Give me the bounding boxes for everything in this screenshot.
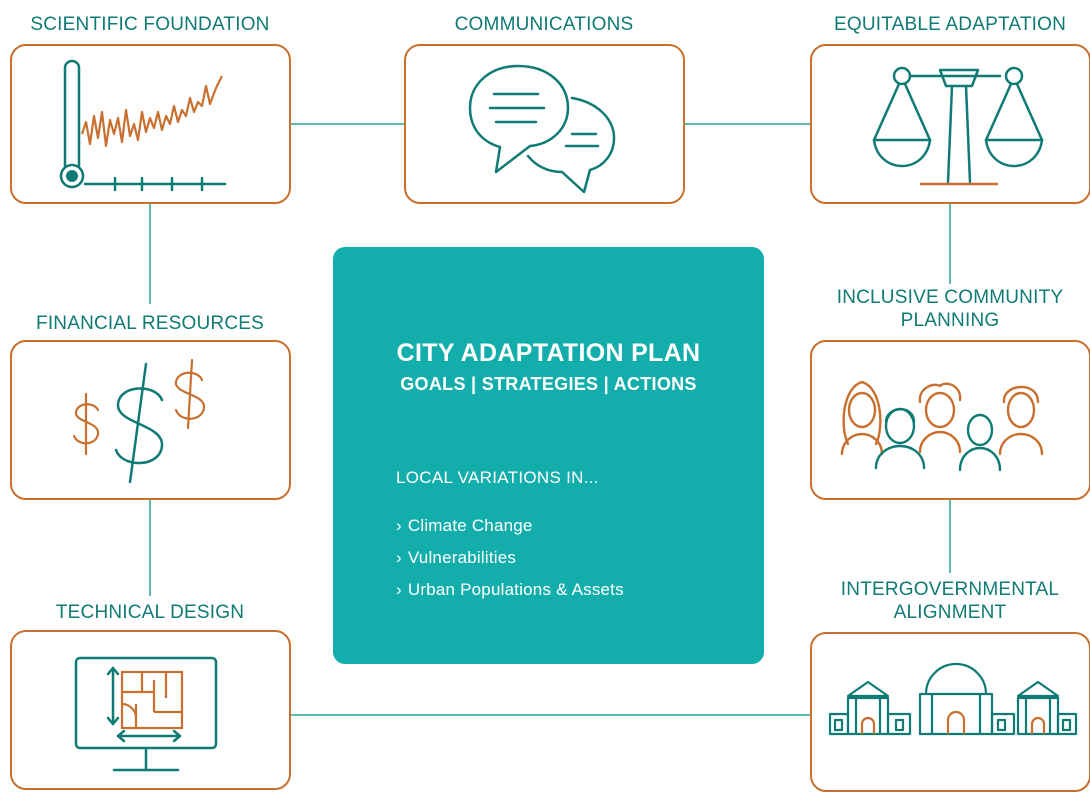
financial-resources-box	[10, 340, 291, 500]
thermometer-graph-icon	[59, 59, 227, 192]
financial-resources-label: FINANCIAL RESOURCES	[36, 313, 264, 334]
plan-title: CITY ADAPTATION PLAN	[396, 339, 701, 367]
local-variations-list: › Climate Change › Vulnerabilities › Urban …	[396, 510, 624, 606]
people-group-icon	[840, 380, 1044, 472]
connector-incl-inter	[949, 498, 951, 573]
inclusive-label-line2: PLANNING	[900, 310, 1000, 331]
list-item: › Urban Populations & Assets	[396, 574, 624, 606]
chevron-right-icon: ›	[396, 516, 402, 535]
connector-equit-incl	[949, 204, 951, 284]
government-buildings-icon	[828, 662, 1078, 736]
local-variations-heading: LOCAL VARIATIONS IN...	[396, 468, 599, 487]
inclusive-label-line1: INCLUSIVE COMMUNITY	[836, 287, 1064, 308]
list-item: › Vulnerabilities	[396, 542, 624, 574]
scientific-foundation-box	[10, 44, 291, 204]
variation-label: Climate Change	[407, 516, 533, 535]
variation-label: Urban Populations & Assets	[407, 580, 624, 599]
blueprint-monitor-icon	[74, 656, 218, 772]
intergov-label-line1: INTERGOVERNMENTAL	[840, 579, 1060, 600]
intergov-label-line2: ALIGNMENT	[893, 602, 1007, 623]
connector-comm-equit	[683, 123, 812, 125]
plan-subtitle: GOALS | STRATEGIES | ACTIONS	[400, 374, 697, 394]
chevron-right-icon: ›	[396, 580, 402, 599]
connector-tech-inter	[290, 714, 812, 716]
inclusive-community-planning-label: INCLUSIVE COMMUNITY PLANNING	[800, 286, 1090, 332]
chevron-right-icon: ›	[396, 548, 402, 567]
technical-design-box	[10, 630, 291, 790]
dollar-signs-icon	[72, 358, 206, 484]
list-item: › Climate Change	[396, 510, 624, 542]
intergovernmental-alignment-label: INTERGOVERNMENTAL ALIGNMENT	[800, 578, 1090, 624]
connector-fin-tech	[149, 498, 151, 596]
balance-scale-icon	[872, 66, 1044, 186]
inclusive-community-planning-box	[810, 340, 1090, 500]
equitable-adaptation-label: EQUITABLE ADAPTATION	[833, 14, 1067, 35]
connector-sci-comm	[290, 123, 406, 125]
intergovernmental-alignment-box	[810, 632, 1090, 792]
communications-label: COMMUNICATIONS	[454, 14, 634, 35]
technical-design-label: TECHNICAL DESIGN	[55, 602, 245, 623]
scientific-foundation-label: SCIENTIFIC FOUNDATION	[30, 14, 270, 35]
equitable-adaptation-box	[810, 44, 1090, 204]
connector-sci-fin	[149, 204, 151, 304]
variation-label: Vulnerabilities	[407, 548, 517, 567]
city-adaptation-plan-panel: CITY ADAPTATION PLAN GOALS | STRATEGIES …	[333, 247, 764, 664]
speech-bubbles-icon	[468, 64, 616, 194]
communications-box	[404, 44, 685, 204]
